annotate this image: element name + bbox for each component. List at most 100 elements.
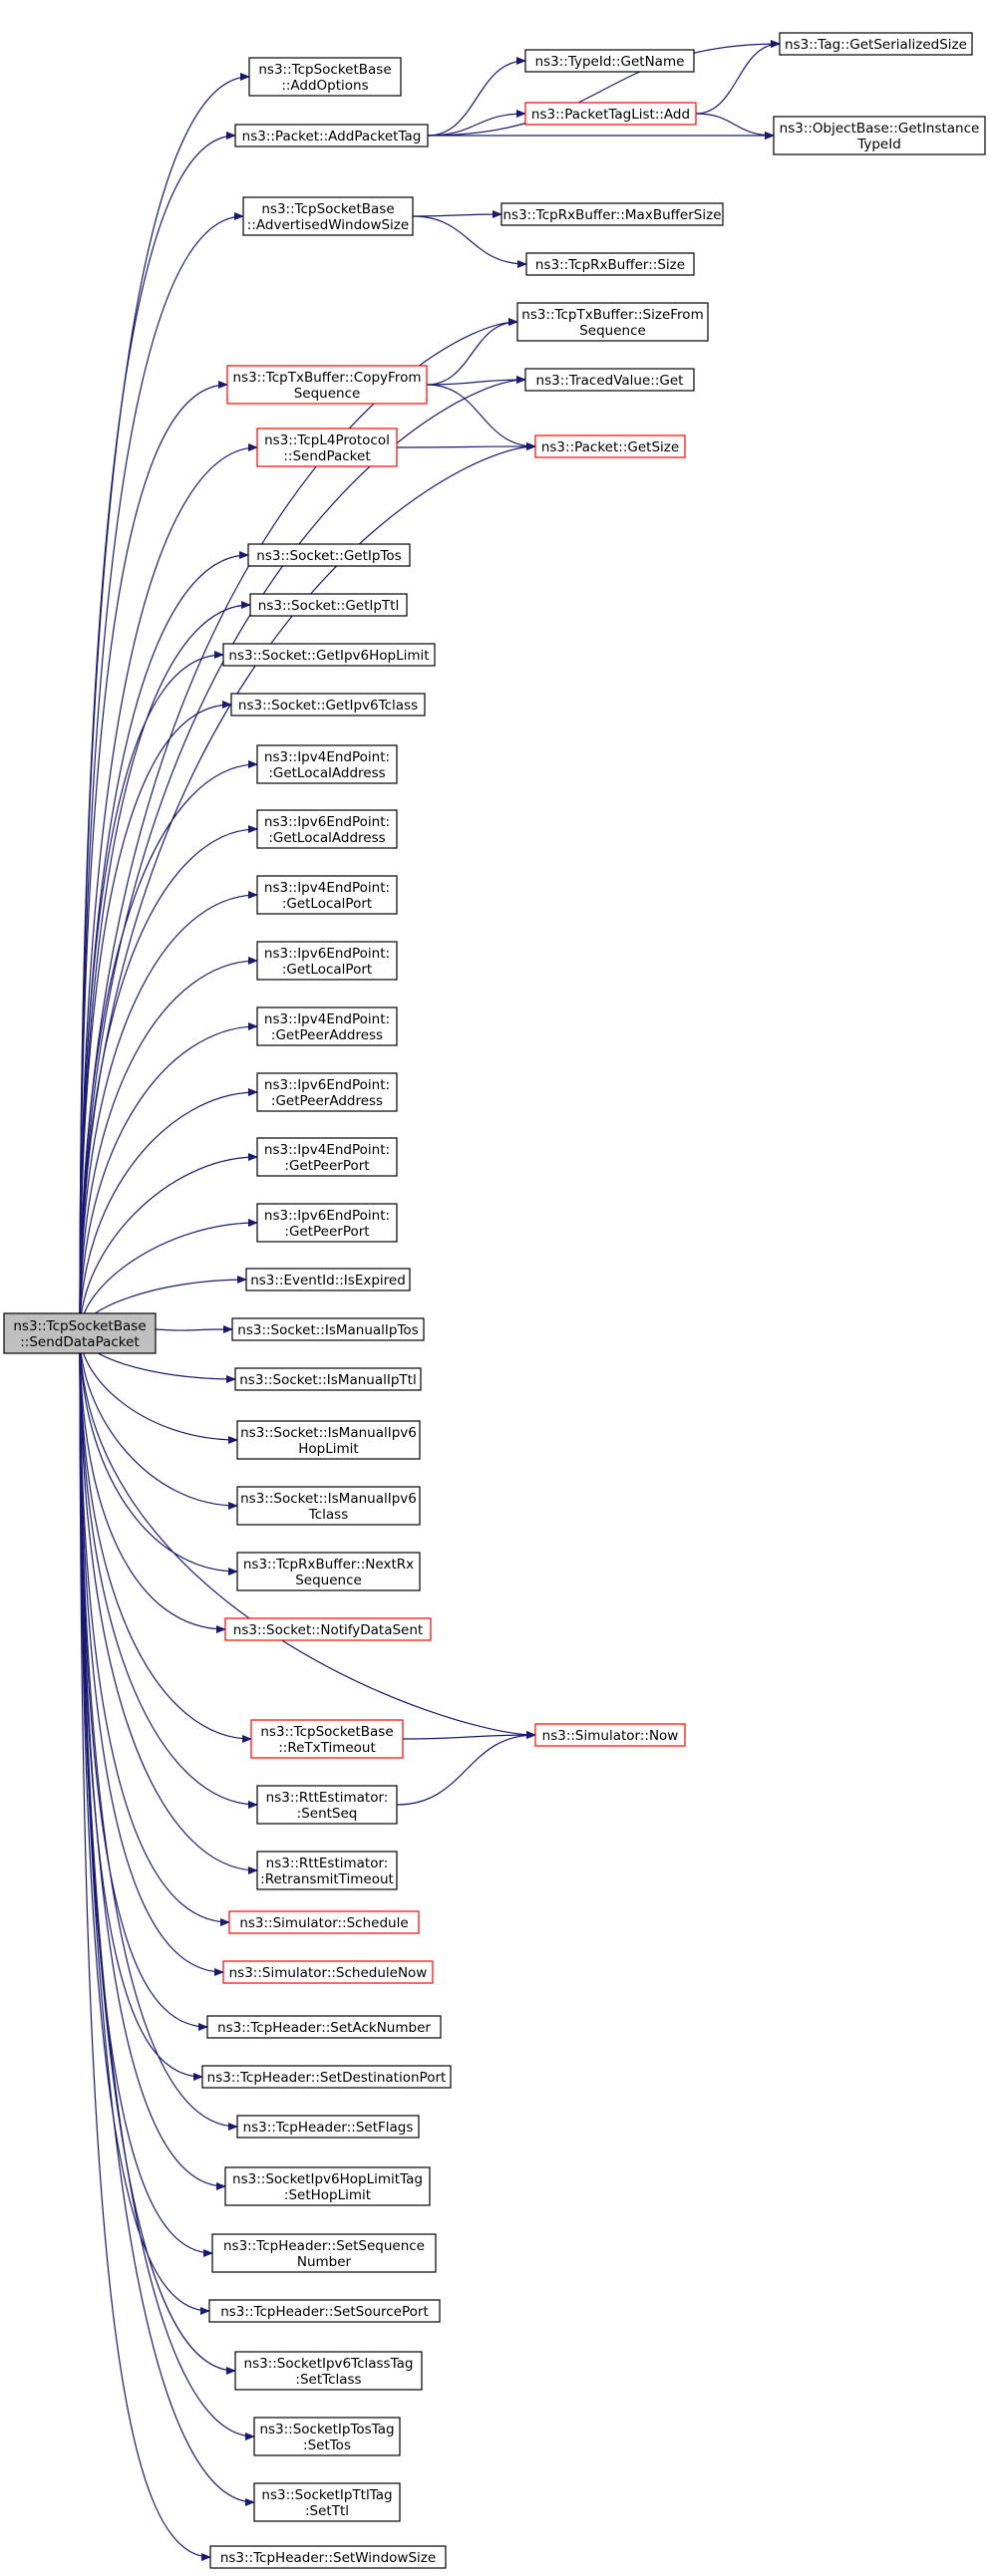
node-rxsize[interactable]: ns3::TcpRxBuffer::Size <box>525 252 695 276</box>
node-pkttaglist_add[interactable]: ns3::PacketTagList::Add <box>524 102 697 126</box>
node-isexpired[interactable]: ns3::EventId::IsExpired <box>245 1268 411 1291</box>
node-settos[interactable]: ns3::SocketIpTosTag:SetTos <box>253 2417 401 2456</box>
edge-root-to-retransmittimeout <box>79 1332 258 1874</box>
node-getipv6hop[interactable]: ns3::Socket::GetIpv6HopLimit <box>222 643 436 667</box>
node-box-ipv4peerport <box>256 1137 398 1177</box>
node-label-ipv6peer: ns3::Ipv6EndPoint: <box>264 1077 390 1093</box>
node-sethoplimit[interactable]: ns3::SocketIpv6HopLimitTag:SetHopLimit <box>224 2166 431 2206</box>
node-ipv6peerport[interactable]: ns3::Ipv6EndPoint::GetPeerPort <box>256 1203 398 1243</box>
node-getipttl[interactable]: ns3::Socket::GetIpTtl <box>249 593 408 617</box>
edge-root-to-setflags <box>79 1332 238 2131</box>
edge-root-to-ipv4peer <box>79 1022 258 1334</box>
node-box-sethoplimit <box>224 2166 431 2206</box>
node-maxbuffersize[interactable]: ns3::TcpRxBuffer::MaxBufferSize <box>500 202 724 226</box>
node-label-tagserialsize: ns3::Tag::GetSerializedSize <box>785 37 967 53</box>
node-ipv4peerport[interactable]: ns3::Ipv4EndPoint::GetPeerPort <box>256 1137 398 1177</box>
node-box-retxtimeout <box>250 1719 404 1759</box>
node-label-isexpired: ns3::EventId::IsExpired <box>250 1273 406 1288</box>
node-setsourceport[interactable]: ns3::TcpHeader::SetSourcePort <box>208 2299 441 2323</box>
node-label-ismanualiptos: ns3::Socket::IsManualIpTos <box>237 1322 418 1338</box>
node-label-notifydatasent: ns3::Socket::NotifyDataSent <box>233 1622 423 1638</box>
node-label-settos: :SetTos <box>303 2437 351 2453</box>
node-sentseq[interactable]: ns3::RttEstimator::SentSeq <box>256 1785 398 1825</box>
edge-root-to-ipv4local <box>79 760 258 1334</box>
node-ipv4local[interactable]: ns3::Ipv4EndPoint::GetLocalAddress <box>256 744 398 784</box>
node-setdestport[interactable]: ns3::TcpHeader::SetDestinationPort <box>201 2065 452 2089</box>
node-box-ipv6peerport <box>256 1203 398 1243</box>
node-ismanualiptos[interactable]: ns3::Socket::IsManualIpTos <box>231 1317 425 1341</box>
node-retxtimeout[interactable]: ns3::TcpSocketBase::ReTxTimeout <box>250 1719 404 1759</box>
node-ipv4localport[interactable]: ns3::Ipv4EndPoint::GetLocalPort <box>256 875 398 915</box>
node-label-addpackettag: ns3::Packet::AddPacketTag <box>242 129 422 144</box>
edge-addpackettag-to-typeid_getname <box>427 57 526 137</box>
node-label-ismanualipv6tclass: Tclass <box>308 1507 348 1523</box>
node-label-ipv6localport: ns3::Ipv6EndPoint: <box>264 946 390 962</box>
node-schedulenow[interactable]: ns3::Simulator::ScheduleNow <box>222 1960 434 1984</box>
node-root[interactable]: ns3::TcpSocketBase::SendDataPacket <box>3 1312 157 1354</box>
edge-root-to-ismanualiptos <box>155 1325 233 1334</box>
node-settclass[interactable]: ns3::SocketIpv6TclassTag:SetTclass <box>234 2351 423 2391</box>
node-box-sentseq <box>256 1785 398 1825</box>
node-label-schedulenow: ns3::Simulator::ScheduleNow <box>229 1965 428 1981</box>
node-ipv6local[interactable]: ns3::Ipv6EndPoint::GetLocalAddress <box>256 809 398 849</box>
edge-root-to-notifydatasent <box>79 1332 226 1633</box>
node-label-advwin: ns3::TcpSocketBase <box>261 201 394 217</box>
node-ismanualipttl[interactable]: ns3::Socket::IsManualIpTtl <box>234 1367 422 1391</box>
node-simulator_now[interactable]: ns3::Simulator::Now <box>534 1723 686 1747</box>
node-label-settclass: :SetTclass <box>295 2372 361 2388</box>
node-ipv6peer[interactable]: ns3::Ipv6EndPoint::GetPeerAddress <box>256 1072 398 1112</box>
node-label-ipv4localport: :GetLocalPort <box>282 896 372 912</box>
node-ipv6localport[interactable]: ns3::Ipv6EndPoint::GetLocalPort <box>256 941 398 981</box>
node-box-ismanualipttl <box>234 1367 422 1391</box>
node-label-setttl: ns3::SocketIpTtlTag <box>261 2487 392 2503</box>
node-label-sizefromseq: ns3::TcpTxBuffer::SizeFrom <box>521 307 703 323</box>
node-ipv4peer[interactable]: ns3::Ipv4EndPoint::GetPeerAddress <box>256 1006 398 1046</box>
node-label-ipv4peer: :GetPeerAddress <box>271 1027 383 1043</box>
node-label-ipv4peer: ns3::Ipv4EndPoint: <box>264 1011 390 1027</box>
node-schedule[interactable]: ns3::Simulator::Schedule <box>228 1910 420 1934</box>
node-notifydatasent[interactable]: ns3::Socket::NotifyDataSent <box>224 1617 432 1641</box>
edge-pkttaglist_add-to-getinstancetypeid <box>695 113 775 140</box>
edge-pkttaglist_add-to-tagserialsize <box>695 40 781 115</box>
node-box-ipv4localport <box>256 875 398 915</box>
node-retransmittimeout[interactable]: ns3::RttEstimator::RetransmitTimeout <box>256 1851 398 1890</box>
node-label-root: ::SendDataPacket <box>20 1334 140 1350</box>
node-setttl[interactable]: ns3::SocketIpTtlTag:SetTtl <box>253 2482 401 2522</box>
node-tagserialsize[interactable]: ns3::Tag::GetSerializedSize <box>779 32 973 56</box>
node-label-addoptions: ::AddOptions <box>281 78 368 94</box>
node-typeid_getname[interactable]: ns3::TypeId::GetName <box>524 49 695 73</box>
node-tracedvalue_get[interactable]: ns3::TracedValue::Get <box>524 368 695 392</box>
node-setwindowsize[interactable]: ns3::TcpHeader::SetWindowSize <box>209 2545 447 2569</box>
node-label-sethoplimit: :SetHopLimit <box>284 2187 371 2203</box>
node-addoptions[interactable]: ns3::TcpSocketBase::AddOptions <box>248 57 402 97</box>
node-label-ipv6local: ns3::Ipv6EndPoint: <box>264 814 390 830</box>
edge-root-to-ismanualipv6tclass <box>79 1332 238 1510</box>
node-advwin[interactable]: ns3::TcpSocketBase::AdvertisedWindowSize <box>242 196 414 236</box>
node-box-ipv6local <box>256 809 398 849</box>
node-box-schedulenow <box>222 1960 434 1984</box>
node-sendpacket[interactable]: ns3::TcpL4Protocol::SendPacket <box>256 428 398 467</box>
node-box-setdestport <box>201 2065 452 2089</box>
node-setflags[interactable]: ns3::TcpHeader::SetFlags <box>236 2115 420 2139</box>
node-label-retxtimeout: ::ReTxTimeout <box>278 1740 376 1756</box>
node-box-tracedvalue_get <box>524 368 695 392</box>
node-label-ipv6peer: :GetPeerAddress <box>271 1093 383 1109</box>
node-getipv6tclass[interactable]: ns3::Socket::GetIpv6Tclass <box>230 693 426 716</box>
node-label-getipv6tclass: ns3::Socket::GetIpv6Tclass <box>238 698 418 714</box>
node-addpackettag[interactable]: ns3::Packet::AddPacketTag <box>234 124 429 147</box>
node-packet_getsize[interactable]: ns3::Packet::GetSize <box>534 434 686 458</box>
edge-root-to-ipv6peer <box>79 1088 258 1334</box>
edge-root-to-getipv6tclass <box>79 701 232 1334</box>
node-getiptos[interactable]: ns3::Socket::GetIpTos <box>247 543 411 567</box>
node-setacknumber[interactable]: ns3::TcpHeader::SetAckNumber <box>206 2015 442 2039</box>
node-label-ipv4localport: ns3::Ipv4EndPoint: <box>264 880 390 896</box>
edge-root-to-tracedvalue_get <box>79 376 526 1334</box>
node-label-ismanualipv6hop: ns3::Socket::IsManualIpv6 <box>240 1425 417 1441</box>
